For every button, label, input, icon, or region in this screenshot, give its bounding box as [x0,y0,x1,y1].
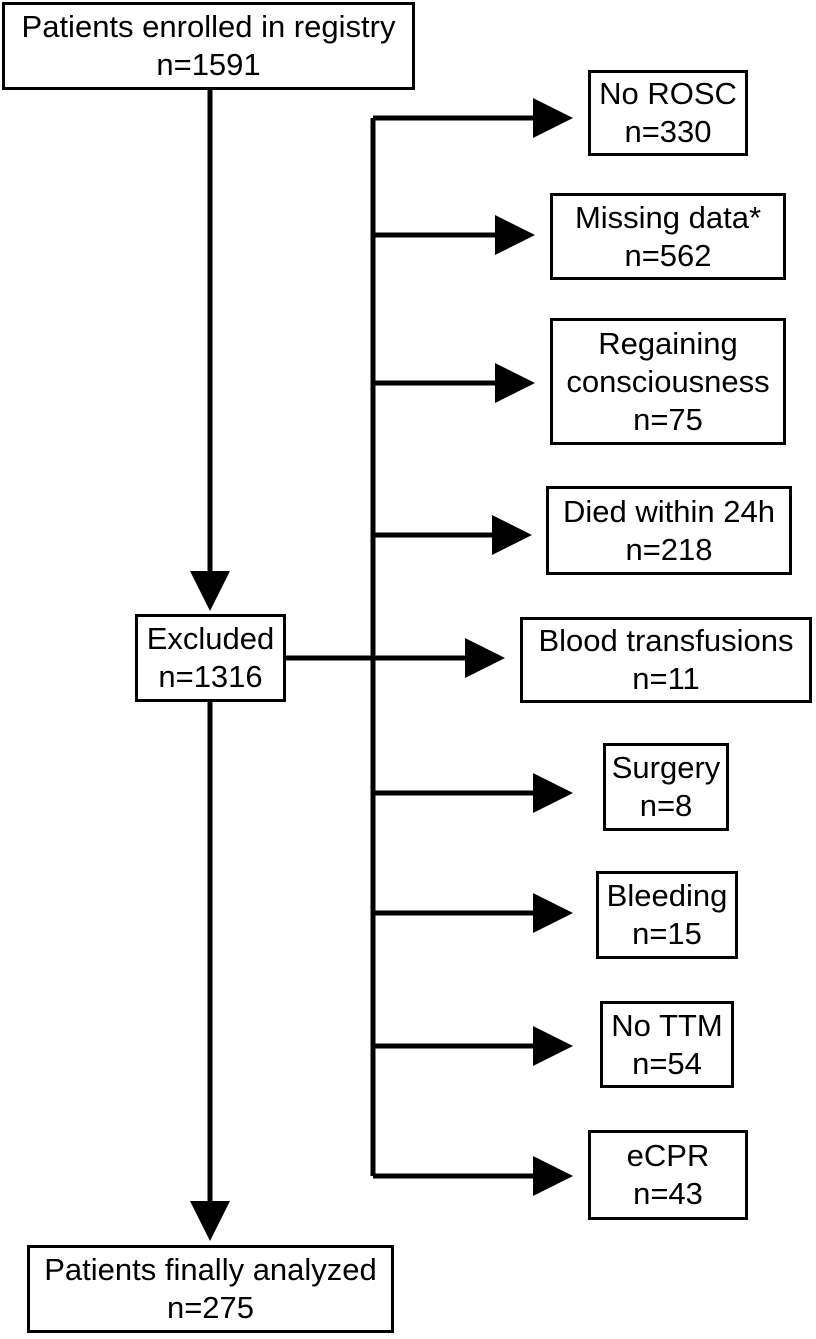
exclusion-label: Surgery [611,750,721,785]
exclusion-label: Blood transfusions [538,623,794,658]
exclusion-label: Regaining [598,325,738,361]
enrolled-count: n=1591 [156,47,261,82]
excluded-box: Excluded n=1316 [135,614,286,702]
exclusion-label: Died within 24h [563,493,775,529]
exclusion-box-surgery: Surgery n=8 [603,743,729,831]
exclusion-label: Missing data* [574,199,762,235]
exclusion-box-blood-transfusions: Blood transfusions n=11 [520,617,812,703]
exclusion-label-line2: consciousness [566,363,770,399]
exclusion-box-ecpr: eCPR n=43 [588,1130,748,1220]
analyzed-count: n=275 [166,1290,255,1325]
exclusion-label: Bleeding [606,878,728,913]
exclusion-box-died-within-24h: Died within 24h n=218 [546,486,792,575]
exclusion-count: n=15 [632,916,702,951]
exclusion-box-bleeding: Bleeding n=15 [596,871,738,959]
exclusion-count: n=54 [632,1045,702,1081]
exclusion-box-missing-data: Missing data* n=562 [550,193,786,280]
analyzed-box: Patients finally analyzed n=275 [27,1245,394,1333]
exclusion-count: n=562 [624,237,712,273]
exclusion-label: eCPR [626,1138,710,1173]
exclusion-count: n=75 [633,401,703,437]
exclusion-box-no-rosc: No ROSC n=330 [588,70,748,156]
exclusion-label: No TTM [611,1007,723,1043]
excluded-count: n=1316 [158,659,263,694]
exclusion-count: n=218 [625,531,713,567]
exclusion-count: n=43 [633,1176,703,1211]
enrolled-label: Patients enrolled in registry [21,9,396,44]
enrolled-box: Patients enrolled in registry n=1591 [2,2,415,90]
exclusion-label: No ROSC [599,76,737,111]
analyzed-label: Patients finally analyzed [44,1252,377,1287]
exclusion-count: n=11 [632,661,700,696]
excluded-label: Excluded [146,621,275,656]
exclusion-count: n=8 [639,788,693,823]
exclusion-count: n=330 [624,114,712,149]
exclusion-box-regaining-consciousness: Regaining consciousness n=75 [550,318,786,445]
exclusion-box-no-ttm: No TTM n=54 [600,1001,734,1088]
